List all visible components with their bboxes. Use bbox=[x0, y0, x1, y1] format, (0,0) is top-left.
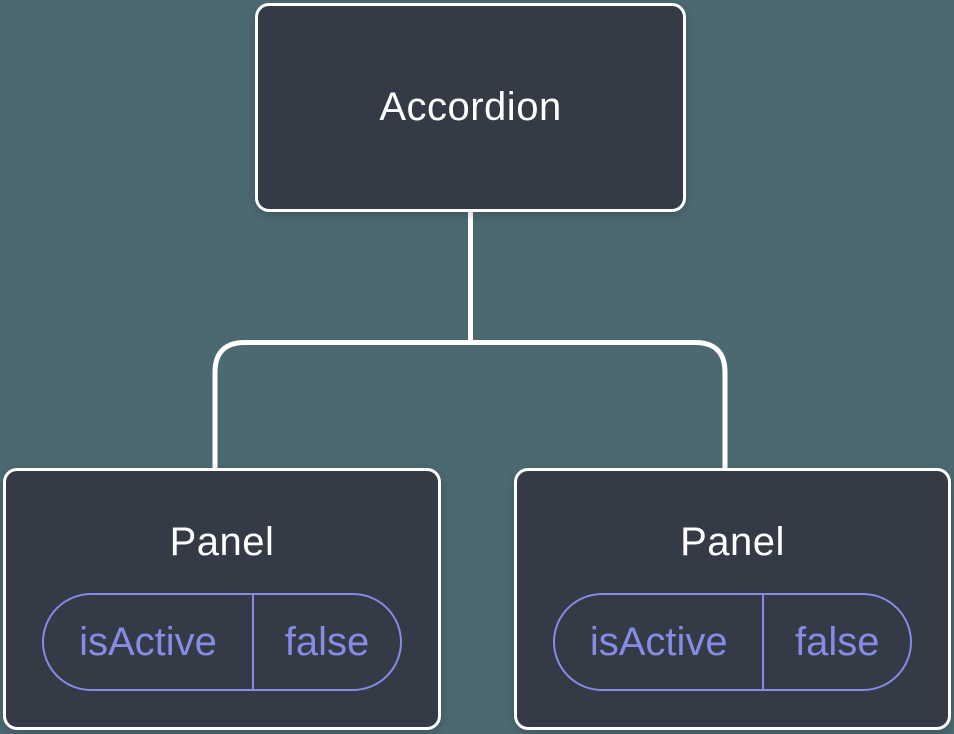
branch-bracket-line bbox=[212, 340, 728, 470]
state-pill: isActive false bbox=[42, 593, 402, 691]
panel-node-label: Panel bbox=[169, 520, 275, 564]
panel-node-label: Panel bbox=[680, 520, 785, 564]
component-node-panel-right: Panel isActive false bbox=[514, 468, 951, 730]
component-node-panel-left: Panel isActive false bbox=[3, 468, 441, 730]
state-key-cell: isActive bbox=[555, 595, 765, 689]
state-value-cell: false bbox=[284, 619, 370, 664]
state-pill: isActive false bbox=[553, 593, 912, 691]
state-key-cell: isActive bbox=[44, 595, 255, 689]
state-value-cell: false bbox=[794, 619, 880, 664]
component-node-accordion: Accordion bbox=[255, 3, 686, 212]
accordion-node-label: Accordion bbox=[379, 85, 562, 129]
